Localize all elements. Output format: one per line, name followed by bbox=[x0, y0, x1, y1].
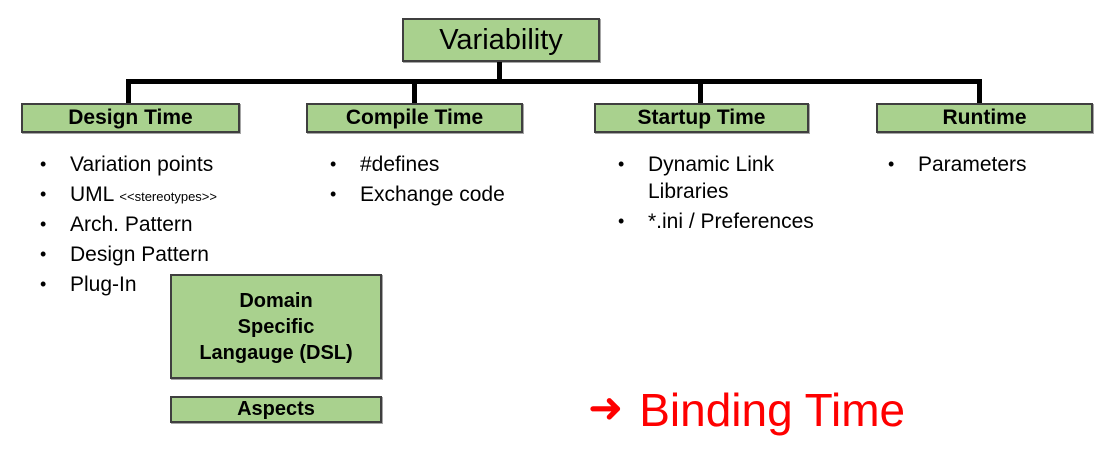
dsl-line-2: Specific bbox=[237, 315, 315, 338]
list-item-text: Parameters bbox=[918, 153, 1027, 176]
node-compile-time-label: Compile Time bbox=[345, 106, 484, 129]
list-item: Design Pattern bbox=[30, 242, 280, 269]
list-item-text: #defines bbox=[360, 153, 440, 176]
node-domain-specific-language[interactable]: Domain Specific Langauge (DSL) bbox=[170, 274, 382, 379]
list-item: *.ini / Preferences bbox=[608, 209, 858, 236]
binding-time-annotation: ➜ Binding Time bbox=[588, 383, 905, 437]
connector-drop-compile-time bbox=[412, 79, 417, 105]
node-variability[interactable]: Variability bbox=[402, 18, 600, 62]
binding-time-label: Binding Time bbox=[639, 384, 906, 436]
node-design-time-label: Design Time bbox=[68, 106, 193, 129]
node-startup-time-label: Startup Time bbox=[637, 106, 766, 129]
list-item: Parameters bbox=[878, 152, 1098, 179]
connector-drop-runtime bbox=[977, 79, 982, 105]
bullet-list-design-time: Variation points UML <<stereotypes>> Arc… bbox=[30, 152, 280, 301]
list-item-text: *.ini / Preferences bbox=[648, 209, 814, 233]
node-aspects[interactable]: Aspects bbox=[170, 396, 382, 423]
list-item-text: Variation points bbox=[70, 153, 214, 176]
connector-horizontal-bus bbox=[126, 79, 982, 84]
list-item: Plug-In bbox=[30, 272, 280, 299]
list-item: UML <<stereotypes>> bbox=[30, 182, 280, 209]
list-item: Variation points bbox=[30, 152, 280, 179]
node-runtime[interactable]: Runtime bbox=[876, 103, 1093, 133]
connector-trunk-vertical bbox=[497, 62, 502, 84]
list-item-text: UML bbox=[70, 182, 120, 206]
dsl-line-1: Domain bbox=[239, 289, 313, 312]
list-item-note: <<stereotypes>> bbox=[119, 188, 217, 204]
list-item-text: Design Pattern bbox=[70, 242, 209, 266]
dsl-line-3: Langauge (DSL) bbox=[199, 341, 353, 364]
list-item-text: Arch. Pattern bbox=[70, 212, 193, 236]
connector-drop-design-time bbox=[126, 79, 131, 105]
bullet-list-startup-time: Dynamic Link Libraries *.ini / Preferenc… bbox=[608, 152, 858, 239]
bullet-list-runtime: Parameters bbox=[878, 152, 1098, 182]
connector-drop-startup-time bbox=[698, 79, 703, 105]
node-variability-label: Variability bbox=[439, 23, 563, 56]
list-item-text: Plug-In bbox=[70, 272, 137, 296]
list-item: Arch. Pattern bbox=[30, 212, 280, 239]
list-item: #defines bbox=[320, 152, 550, 179]
node-aspects-label: Aspects bbox=[237, 398, 315, 420]
bullet-list-compile-time: #defines Exchange code bbox=[320, 152, 550, 212]
node-design-time[interactable]: Design Time bbox=[21, 103, 240, 133]
node-startup-time[interactable]: Startup Time bbox=[594, 103, 809, 133]
list-item-text: Exchange code bbox=[360, 182, 505, 206]
node-runtime-label: Runtime bbox=[942, 106, 1027, 129]
right-arrow-icon: ➜ bbox=[588, 384, 624, 431]
list-item-text: Dynamic Link Libraries bbox=[648, 153, 775, 203]
node-compile-time[interactable]: Compile Time bbox=[306, 103, 523, 133]
list-item: Dynamic Link Libraries bbox=[608, 152, 858, 206]
list-item: Exchange code bbox=[320, 182, 550, 209]
